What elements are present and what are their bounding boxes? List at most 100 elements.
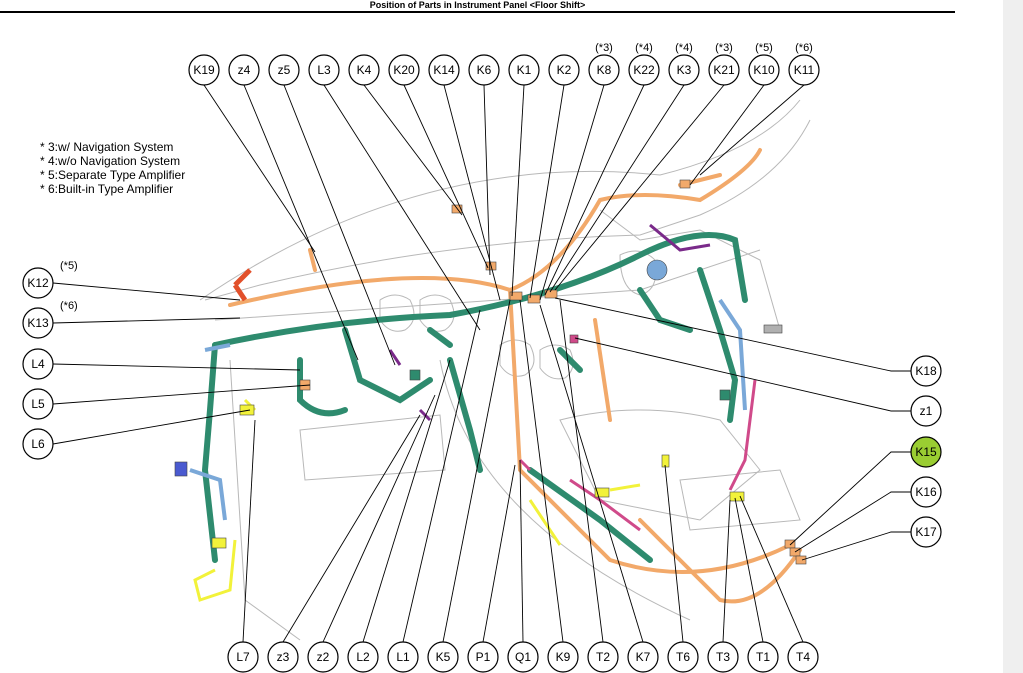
part-label-k20: K20 <box>388 54 420 86</box>
part-label-t1: T1 <box>747 641 779 673</box>
leader-line <box>482 464 516 643</box>
part-label-l7: L7 <box>227 641 259 673</box>
part-label-l4: L4 <box>22 348 54 380</box>
label-text: z5 <box>278 63 291 77</box>
part-label-k22: K22(*4) <box>628 42 660 86</box>
label-text: K10 <box>753 63 775 77</box>
part-label-k16: K16 <box>910 476 942 508</box>
part-label-k10: K10(*5) <box>748 42 780 86</box>
label-text: P1 <box>476 650 491 664</box>
label-text: T3 <box>716 650 730 664</box>
part-label-k9: K9 <box>547 641 579 673</box>
part-label-l1: L1 <box>387 641 419 673</box>
leader-line <box>403 84 489 269</box>
leader-line <box>794 491 911 553</box>
title-rule <box>0 11 955 13</box>
label-circle <box>587 641 619 673</box>
part-label-z3: z3 <box>267 641 299 673</box>
label-circle <box>788 54 820 86</box>
label-circle <box>748 54 780 86</box>
harness-blue <box>189 298 747 521</box>
label-circle <box>307 641 339 673</box>
legend-item: * 5:Separate Type Amplifier <box>40 168 186 182</box>
leader-line <box>529 84 565 299</box>
label-text: K19 <box>193 63 215 77</box>
leader-line <box>203 84 316 253</box>
label-circle <box>427 641 459 673</box>
harness-main <box>201 232 748 563</box>
label-note: (*6) <box>60 300 78 312</box>
part-label-z1: z1 <box>910 395 942 427</box>
leader-line <box>52 363 301 371</box>
part-label-k14: K14 <box>428 54 460 86</box>
leader-line <box>554 297 911 372</box>
leader-line <box>283 84 396 366</box>
label-circle <box>22 388 54 420</box>
leader-line <box>282 414 421 643</box>
label-circle <box>547 641 579 673</box>
leader-line <box>734 497 764 643</box>
label-text: L3 <box>317 63 331 77</box>
label-text: z3 <box>277 650 290 664</box>
page-title: Position of Parts in Instrument Panel <F… <box>369 0 586 10</box>
label-circle <box>548 54 580 86</box>
part-label-q1: Q1 <box>507 641 539 673</box>
label-circle <box>628 54 660 86</box>
label-text: L2 <box>356 650 370 664</box>
label-note: (*3) <box>595 42 613 54</box>
label-circle <box>22 267 54 299</box>
label-circle <box>267 641 299 673</box>
leader-line <box>574 337 911 412</box>
label-text: L5 <box>31 397 45 411</box>
label-text: K9 <box>556 650 571 664</box>
part-label-p1: P1 <box>467 641 499 673</box>
label-circle <box>667 641 699 673</box>
leader-line <box>539 304 644 643</box>
label-circle <box>268 54 300 86</box>
label-circle <box>467 641 499 673</box>
leader-line <box>243 84 359 361</box>
part-label-z4: z4 <box>228 54 260 86</box>
leader-line <box>554 84 725 291</box>
label-text: T2 <box>596 650 610 664</box>
legend-item: * 6:Built-in Type Amplifier <box>40 182 174 196</box>
part-label-k1: K1 <box>508 54 540 86</box>
label-circle <box>910 476 942 508</box>
label-circle <box>588 54 620 86</box>
leader-line <box>52 384 311 405</box>
part-label-t3: T3 <box>707 641 739 673</box>
part-label-k2: K2 <box>548 54 580 86</box>
label-text: K6 <box>477 63 492 77</box>
part-label-k15: K15 <box>910 436 942 468</box>
legend: * 3:w/ Navigation System * 4:w/o Navigat… <box>40 140 185 196</box>
label-circle <box>228 54 260 86</box>
label-text: z1 <box>920 404 933 418</box>
leader-line <box>722 499 731 643</box>
legend-item: * 4:w/o Navigation System <box>40 154 181 168</box>
leader-line <box>323 84 481 331</box>
label-note: (*4) <box>675 42 693 54</box>
part-label-k17: K17 <box>910 516 942 548</box>
leader-line <box>363 84 463 216</box>
label-circle <box>308 54 340 86</box>
label-circle <box>387 641 419 673</box>
part-label-k8: K8(*3) <box>588 42 620 86</box>
label-text: K21 <box>713 63 735 77</box>
label-circle <box>22 428 54 460</box>
label-circle <box>627 641 659 673</box>
part-label-t2: T2 <box>587 641 619 673</box>
part-label-z2: z2 <box>307 641 339 673</box>
part-label-k11: K11(*6) <box>788 42 820 86</box>
leader-line <box>402 309 481 643</box>
harness-red <box>232 268 252 302</box>
scrollbar-track[interactable] <box>1003 0 1023 673</box>
label-circle <box>787 641 819 673</box>
leader-line <box>544 84 645 296</box>
label-text: K14 <box>433 63 455 77</box>
leader-line <box>519 459 524 643</box>
label-circle <box>508 54 540 86</box>
part-label-t6: T6 <box>667 641 699 673</box>
leader-line <box>559 299 604 643</box>
